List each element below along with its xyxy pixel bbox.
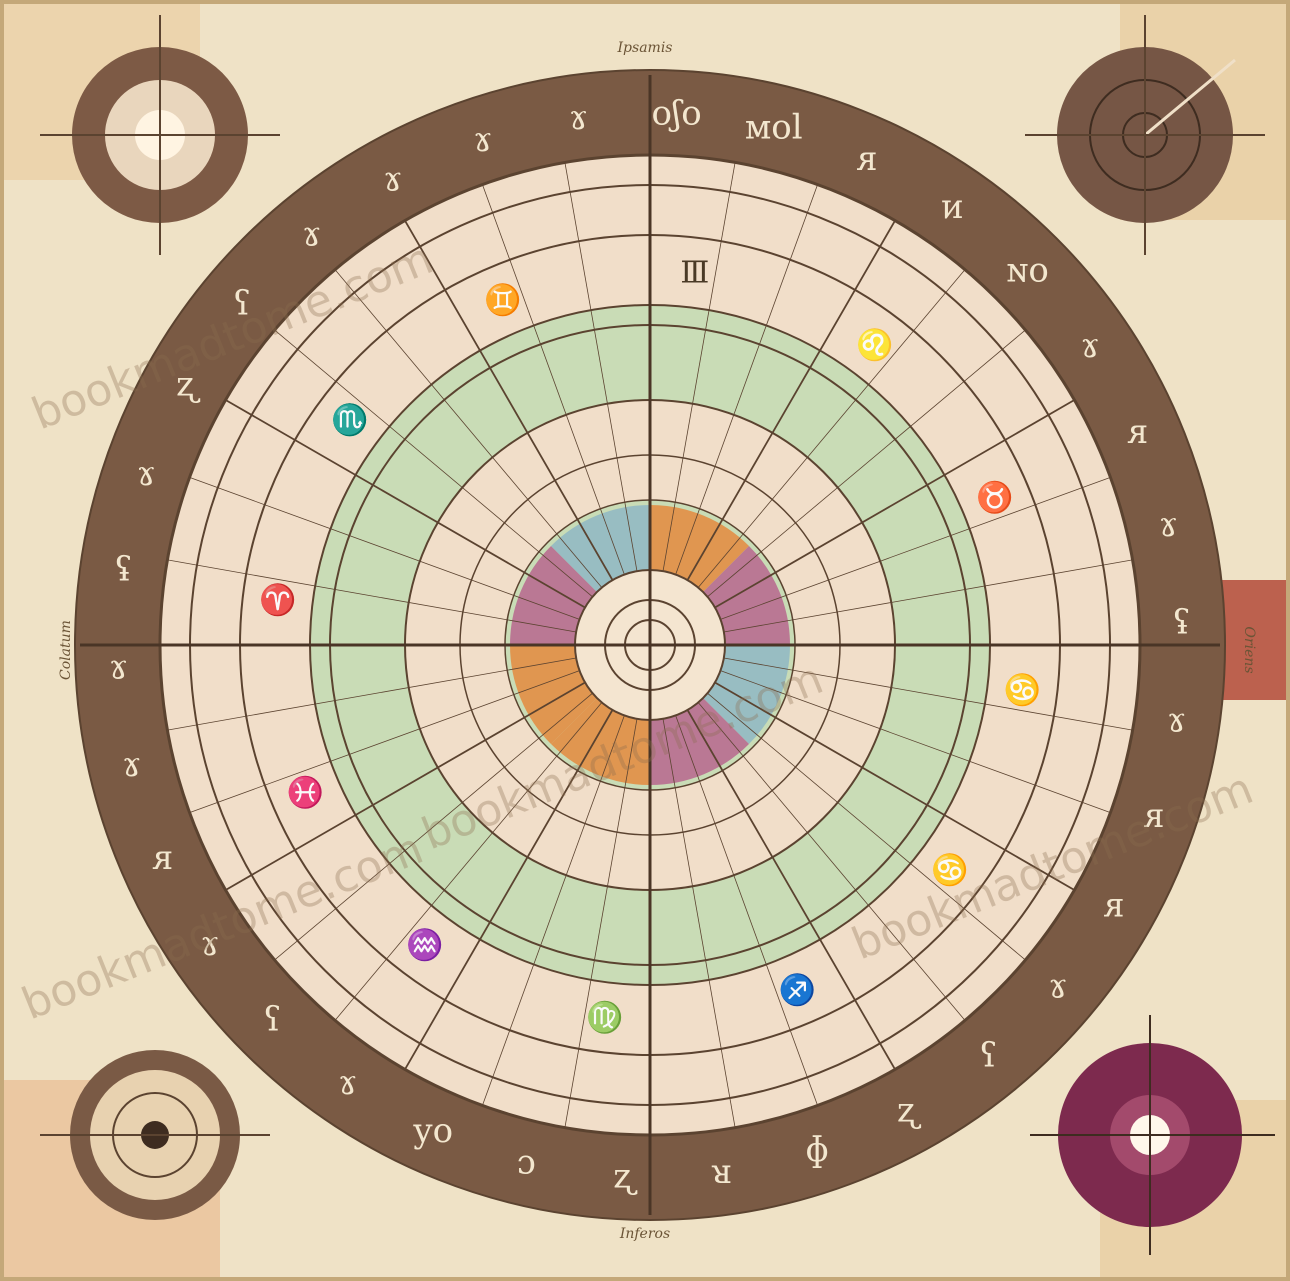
outer-ring-glyph: ɴo [1006,250,1048,290]
inner-ring-glyph: ♊ [484,282,521,318]
inner-ring-glyph: ♏ [331,402,368,438]
outer-ring-glyph: ɤ [1048,966,1067,1006]
inner-ring-glyph: ♈ [259,582,296,618]
outer-ring-glyph: ɔ [517,1142,536,1182]
edge-label-right: Oriens [1241,626,1257,673]
outer-ring-glyph: ᴙ [857,139,877,179]
edge-label-top: Ipsamis [617,40,673,56]
outer-ring-glyph: ᴚ [711,1152,731,1192]
outer-ring-glyph: yo [412,1111,453,1151]
outer-ring-glyph: ɤ [122,745,141,785]
inner-ring-glyph: ♐ [779,972,816,1008]
outer-ring-glyph: ʢ [114,549,132,589]
outer-ring-glyph: ɤ [383,159,402,199]
inner-ring-glyph: ♍ [586,999,623,1035]
inner-ring-glyph: ♉ [976,480,1013,516]
outer-ring-glyph: ɤ [137,454,156,494]
outer-ring-glyph: ᴙ [1127,412,1147,452]
edge-label-left: Colatum [58,620,74,680]
zodiac-wheel [75,70,1225,1220]
inner-ring-glyph: ♒ [406,927,443,963]
outer-ring-glyph: ɤ [1080,326,1099,366]
outer-ring-glyph: ᴙ [1104,886,1124,926]
outer-ring-glyph: ɤ [473,120,492,160]
outer-ring-glyph: ʕ [979,1036,997,1076]
outer-ring-glyph: ᴎ [941,187,964,227]
outer-ring-glyph: ɤ [302,214,321,254]
outer-ring-glyph: oʃo [652,94,702,134]
inner-ring-glyph: Ⅲ [680,256,709,291]
outer-ring-glyph: ɸ [805,1130,829,1170]
outer-ring-glyph: ʕ [263,1000,281,1040]
outer-ring-glyph: ᴍol [745,108,803,148]
outer-ring-glyph: ɤ [109,648,128,688]
outer-ring-glyph: ɤ [1159,505,1178,545]
inner-ring-glyph: ♌ [856,327,893,363]
outer-ring-glyph: ʢ [1172,602,1190,642]
outer-ring-glyph: ɤ [338,1063,357,1103]
edge-label-bottom: Inferos [619,1226,670,1242]
outer-ring-glyph: ᴙ [152,838,172,878]
outer-ring-glyph: ɤ [1167,701,1186,741]
outer-ring-glyph: ɤ [569,98,588,138]
inner-ring-glyph: ♓ [286,774,323,810]
inner-ring-glyph: ♋ [1004,672,1041,708]
